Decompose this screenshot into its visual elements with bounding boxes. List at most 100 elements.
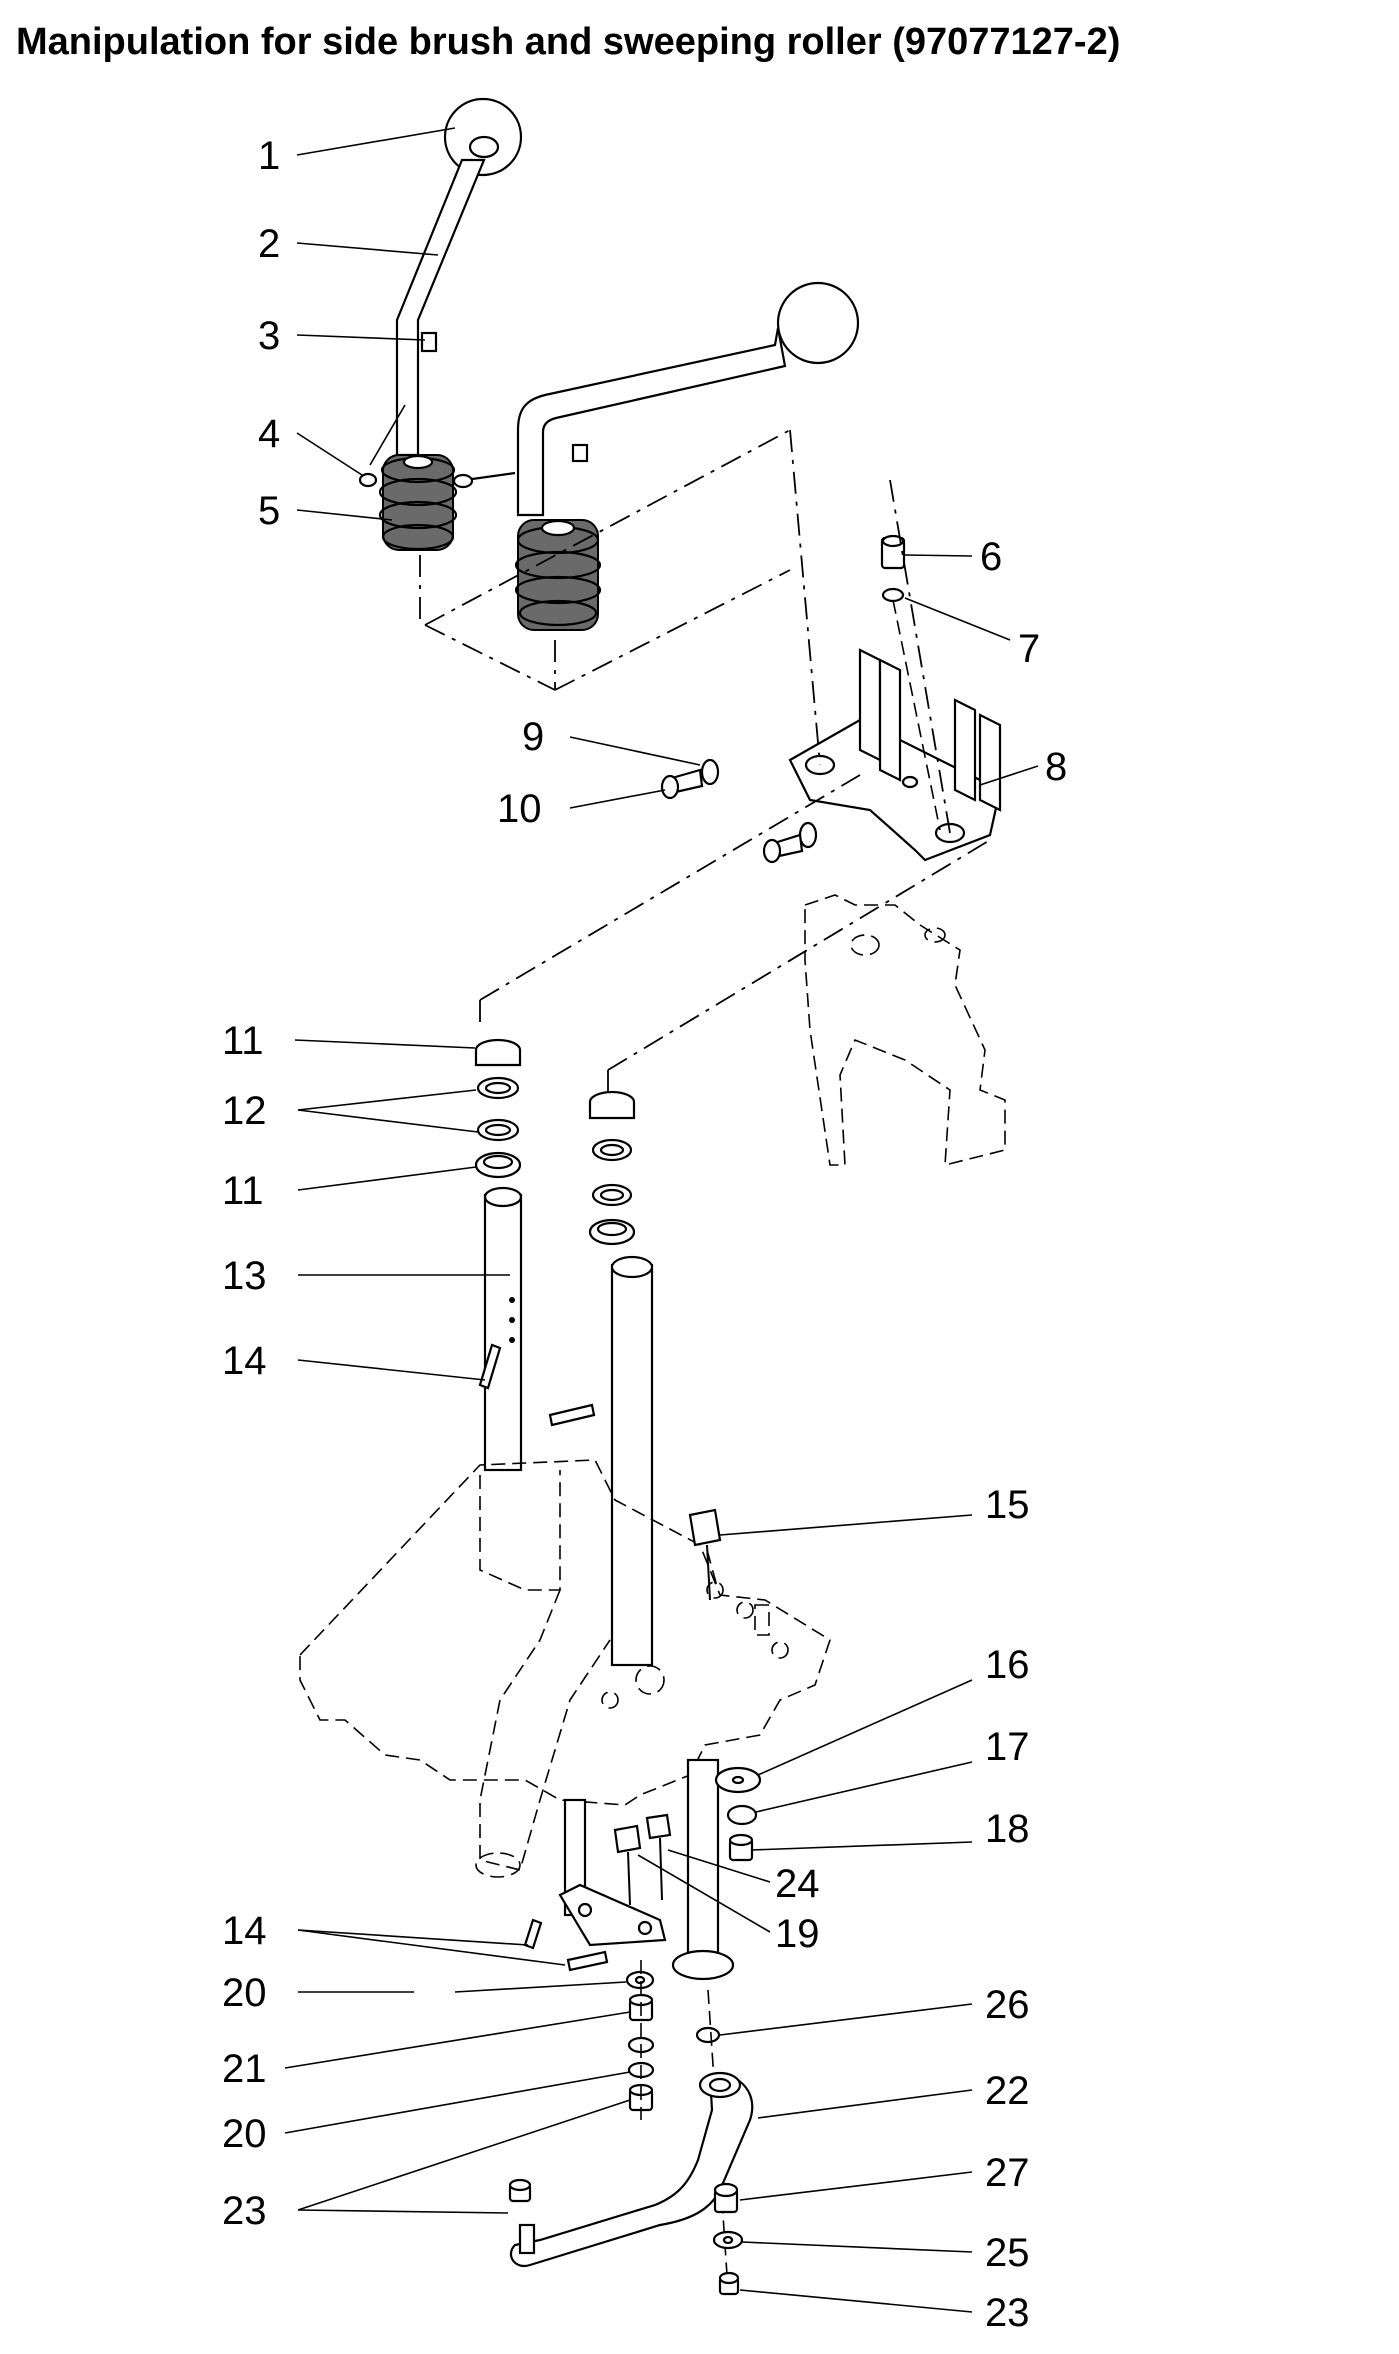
lever-arm-22-stud	[518, 2223, 536, 2255]
washer-9	[700, 758, 720, 786]
rubber-bellows-left	[378, 454, 458, 551]
base-hole-2	[736, 1601, 754, 1619]
base-hole-1	[706, 1581, 724, 1599]
screw-6-head-top	[881, 534, 905, 548]
nut-18-top	[728, 1833, 754, 1847]
callout-25: 25	[985, 2231, 1030, 2275]
nut-23-arm-top	[508, 2178, 532, 2192]
callout-21: 21	[222, 2047, 267, 2091]
base-hole-5	[771, 1641, 789, 1659]
callout-12: 12	[222, 1089, 267, 1133]
base-tube-end-phantom	[475, 1852, 521, 1878]
lever-rod-right	[516, 327, 787, 517]
link-plate-hole-2	[637, 1920, 653, 1936]
callout-19: 19	[775, 1912, 820, 1956]
diagram-title: Manipulation for side brush and sweeping…	[16, 21, 1121, 63]
nut-23-lower-top	[718, 2271, 740, 2285]
bolt-15-head	[688, 1508, 722, 1547]
rod-bolt-right	[571, 443, 589, 463]
spacer-27-top	[713, 2182, 739, 2198]
knob-bore-left	[468, 135, 500, 159]
pin-14-lower-right	[566, 1950, 609, 1972]
callout-23-upper: 23	[222, 2189, 267, 2233]
callout-23-lower: 23	[985, 2291, 1030, 2335]
shaft-right	[610, 1255, 654, 1667]
callout-9: 9	[522, 715, 544, 759]
base-column-phantom	[479, 1470, 561, 1591]
screw-lower-head	[762, 838, 782, 864]
frame-phantom-hole	[850, 934, 880, 956]
callout-17: 17	[985, 1725, 1030, 1769]
callout-1: 1	[258, 134, 280, 178]
bushings-left	[474, 1038, 522, 1179]
screw-6-axis	[892, 599, 941, 831]
frame-phantom-hole-2	[924, 927, 946, 943]
lever-rod-left	[395, 158, 486, 457]
screw-4-head	[358, 472, 378, 488]
callout-20-upper: 20	[222, 1971, 267, 2015]
link-plate-hole-1	[577, 1902, 593, 1918]
base-frame-phantom	[299, 1459, 831, 1806]
callout-22: 22	[985, 2069, 1030, 2113]
callout-11-upper: 11	[222, 1019, 264, 1063]
base-tube-phantom	[479, 1589, 611, 1871]
callout-15: 15	[985, 1483, 1030, 1527]
callout-3: 3	[258, 314, 280, 358]
callout-11-lower: 11	[222, 1169, 264, 1213]
callout-2: 2	[258, 222, 280, 266]
callout-14-lower: 14	[222, 1909, 267, 1953]
bolt-19-head	[613, 1824, 642, 1854]
screw-right-head	[452, 473, 474, 489]
screw-right-shank	[464, 471, 516, 482]
right-lever-assembly	[452, 281, 860, 631]
washer-17	[726, 1804, 758, 1826]
frame-phantom-upper	[804, 894, 1006, 1167]
callout-8: 8	[1045, 745, 1067, 789]
rod-bolt-3	[420, 331, 438, 353]
pin-14-lower-left	[523, 1918, 543, 1950]
callout-13: 13	[222, 1254, 267, 1298]
callout-14-upper: 14	[222, 1339, 267, 1383]
screw-4-shank	[369, 404, 406, 466]
shaft-13	[483, 1186, 523, 1472]
washer-lower	[798, 821, 818, 849]
callout-numbers: 1 2 3 4 5 6 7 8 9 10 11 12 11 13 14 15 1…	[222, 134, 1067, 2335]
bolt-24-head	[645, 1813, 672, 1840]
callout-24: 24	[775, 1862, 820, 1906]
base-hole-3	[635, 1665, 665, 1695]
bracket-8	[788, 648, 1002, 862]
lever-arm-22-eye-hole	[708, 2077, 732, 2093]
callout-20-lower: 20	[222, 2112, 267, 2156]
pin-14-right	[548, 1403, 596, 1427]
phantom-link-left	[479, 774, 861, 1001]
base-hole-4	[601, 1691, 619, 1709]
washer-26	[695, 2026, 721, 2044]
callout-4: 4	[258, 412, 280, 456]
callout-16: 16	[985, 1643, 1030, 1687]
callout-26: 26	[985, 1983, 1030, 2027]
shaft-lower-foot	[671, 1949, 735, 1981]
left-lever-assembly	[358, 97, 523, 551]
washer-25-hole	[722, 2235, 734, 2245]
leader-lines	[284, 127, 1039, 2313]
assembly-phantom-box	[419, 429, 791, 691]
washer-16-hole	[731, 1775, 745, 1785]
callout-7: 7	[1018, 627, 1040, 671]
rubber-bellows-right	[514, 519, 602, 631]
pin-14-left	[478, 1343, 502, 1390]
callout-27: 27	[985, 2151, 1030, 2195]
screw-10-head	[660, 774, 680, 800]
bolt-19-shank	[627, 1851, 631, 1906]
callout-10: 10	[497, 787, 542, 831]
callout-5: 5	[258, 489, 280, 533]
callout-18: 18	[985, 1807, 1030, 1851]
washer-7	[881, 587, 905, 603]
link-plate	[558, 1883, 667, 1947]
phantom-link-right	[607, 839, 991, 1071]
callout-6: 6	[980, 535, 1002, 579]
washer-20-upper-hole	[634, 1975, 646, 1985]
bolt-15-axis	[706, 1549, 719, 1591]
phantom-link-vertical-left	[789, 429, 821, 766]
phantom-link-vertical-right	[889, 479, 951, 834]
